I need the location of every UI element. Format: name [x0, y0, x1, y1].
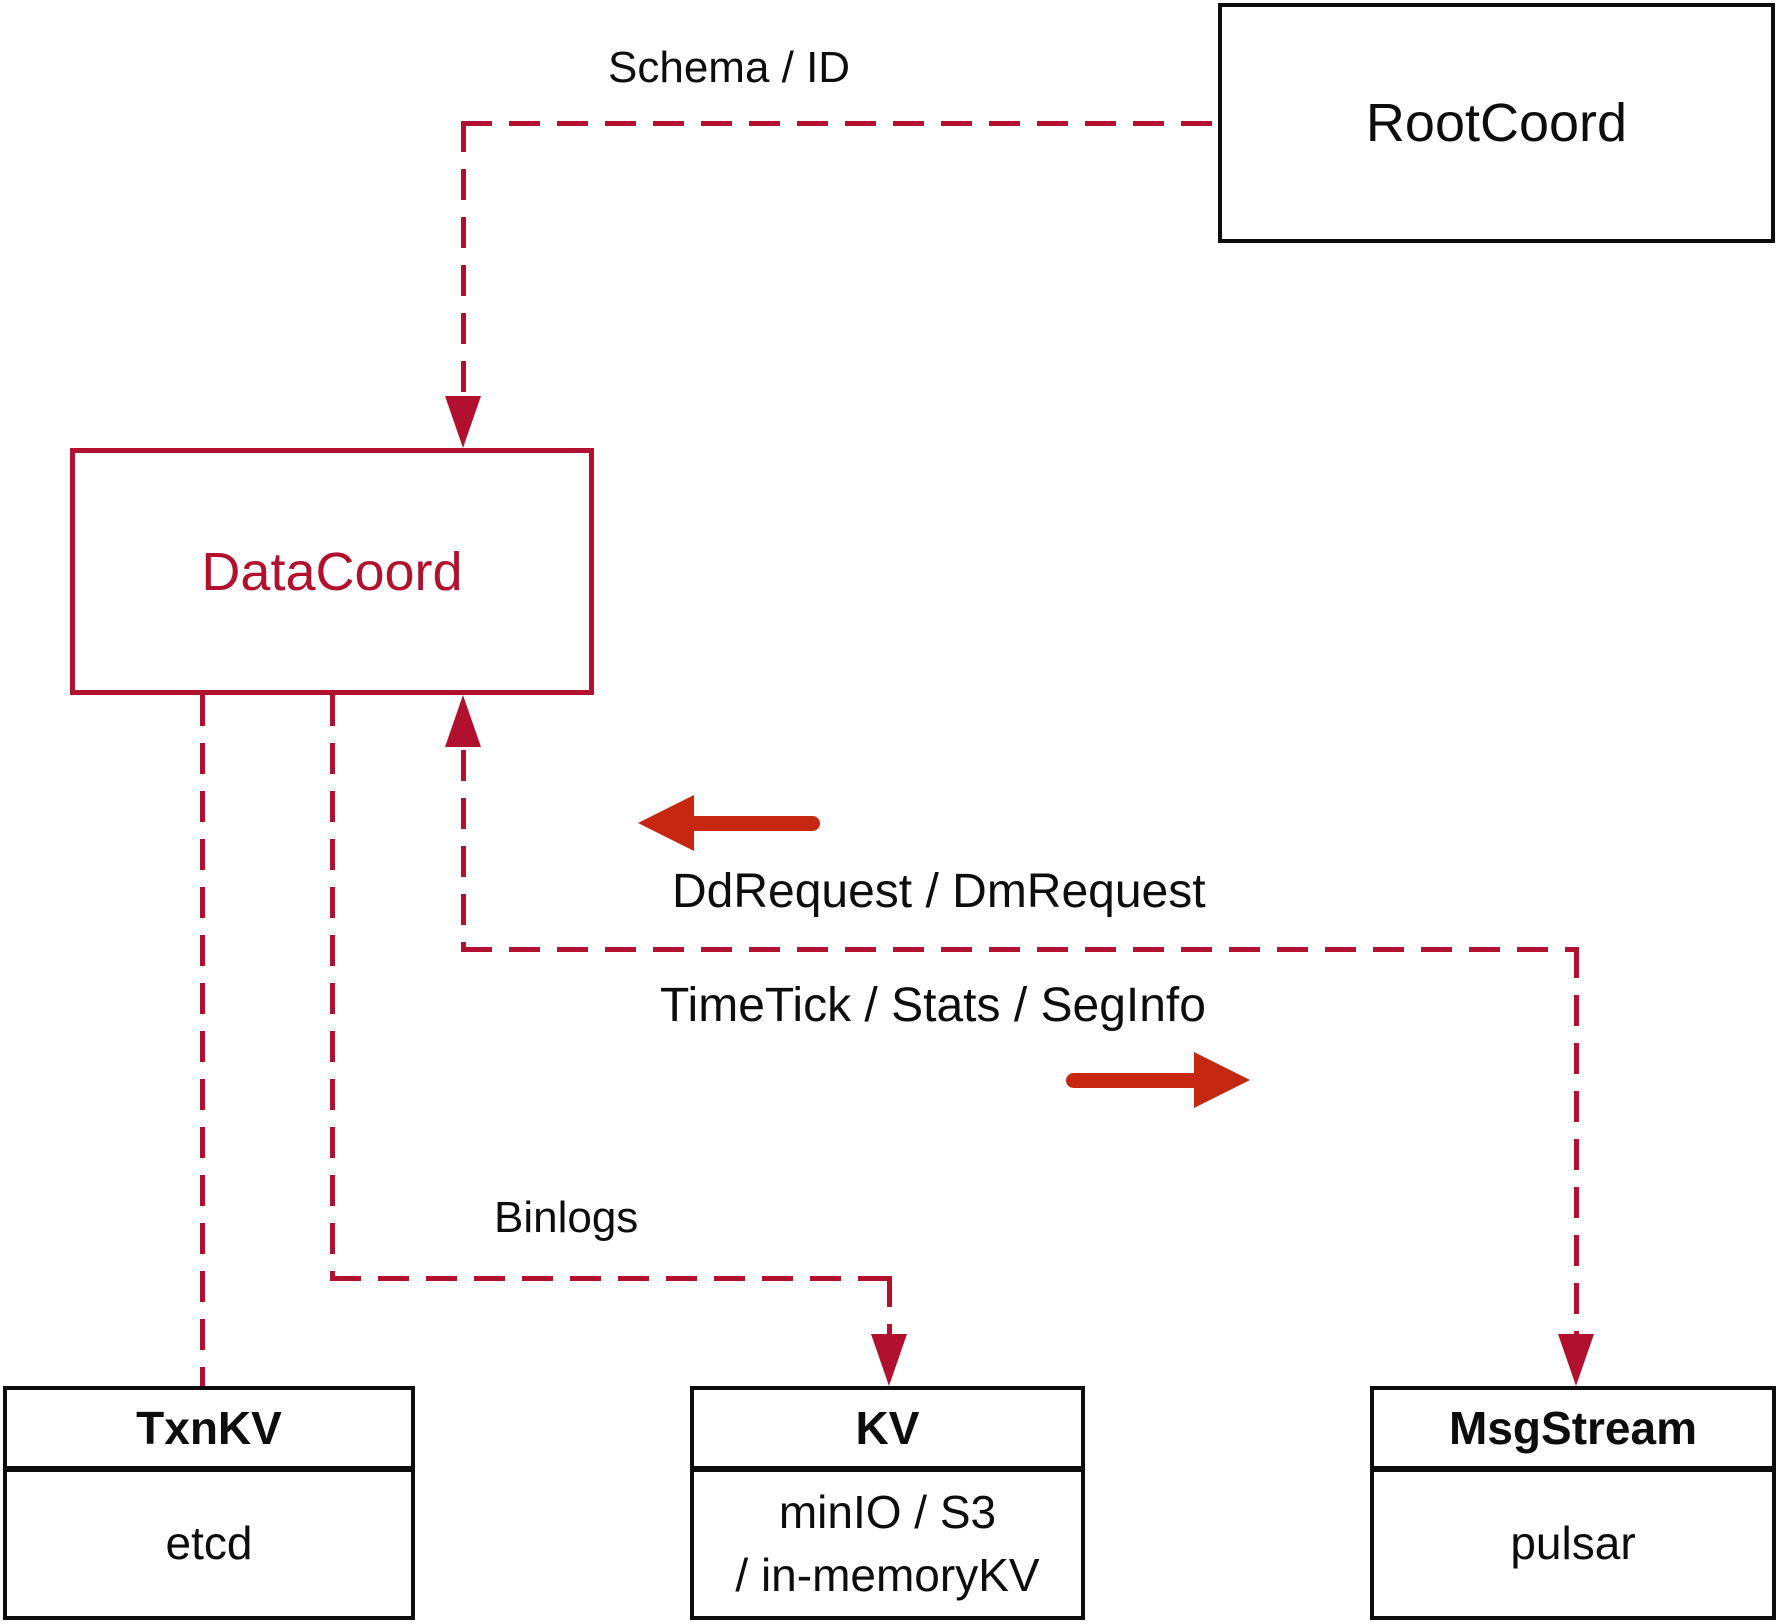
edge-schema-id-vertical-line — [461, 121, 466, 401]
node-kv: KV minIO / S3 / in-memoryKV — [690, 1386, 1085, 1620]
edge-label-ddrequest-dmrequest: DdRequest / DmRequest — [672, 865, 1206, 918]
node-kv-title: KV — [694, 1390, 1081, 1472]
node-datacoord-label: DataCoord — [201, 541, 463, 602]
arrow-right-shaft — [1066, 1073, 1202, 1088]
node-msgstream: MsgStream pulsar — [1370, 1386, 1776, 1620]
node-rootcoord-label: RootCoord — [1365, 93, 1628, 153]
arrow-right-head — [1194, 1052, 1250, 1108]
edge-binlogs-drop-line — [887, 1276, 892, 1336]
node-rootcoord: RootCoord — [1218, 3, 1775, 243]
edge-binlogs-horizontal-line — [330, 1276, 892, 1281]
node-datacoord: DataCoord — [70, 448, 594, 695]
edge-schema-id-horizontal-line — [461, 121, 1218, 126]
node-txnkv-title: TxnKV — [7, 1390, 411, 1472]
node-kv-body-line1: minIO / S3 — [778, 1485, 997, 1538]
edge-binlogs-vertical-line — [330, 695, 335, 1281]
arrowhead-down-icon — [871, 1334, 907, 1386]
node-txnkv-body: etcd — [165, 1517, 253, 1570]
edge-request-vertical-line-right — [1574, 947, 1579, 1337]
direction-arrow-left-icon — [638, 793, 822, 853]
edge-label-schema-id: Schema / ID — [608, 43, 851, 92]
arrowhead-down-icon — [1558, 1334, 1594, 1386]
edge-txnkv-vertical-line — [200, 695, 205, 1386]
node-msgstream-title: MsgStream — [1374, 1390, 1772, 1472]
arrowhead-down-icon — [445, 396, 481, 448]
edge-label-binlogs: Binlogs — [494, 1193, 639, 1242]
edge-request-horizontal-line — [461, 947, 1579, 952]
edge-request-vertical-line-left — [461, 750, 466, 949]
node-txnkv: TxnKV etcd — [3, 1386, 415, 1620]
arrow-left-shaft — [684, 816, 820, 831]
edge-label-timetick-stats-seginfo: TimeTick / Stats / SegInfo — [660, 979, 1206, 1032]
node-msgstream-body: pulsar — [1510, 1517, 1636, 1570]
direction-arrow-right-icon — [1066, 1050, 1250, 1110]
node-kv-body: minIO / S3 / in-memoryKV — [694, 1472, 1081, 1616]
arrowhead-up-icon — [445, 695, 481, 747]
node-kv-body-line2: / in-memoryKV — [735, 1549, 1040, 1601]
